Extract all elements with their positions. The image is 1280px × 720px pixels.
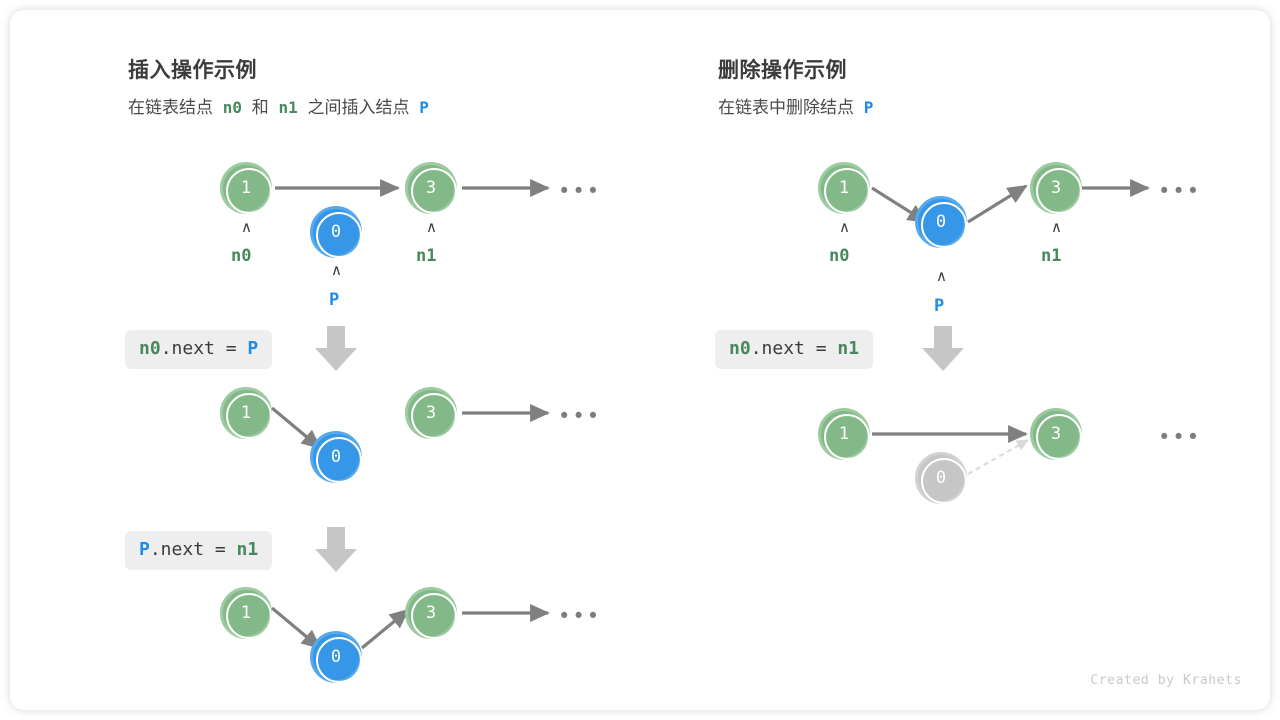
insert-title: 插入操作示例 — [128, 59, 257, 82]
caret-n1: ∧ — [426, 218, 437, 236]
caret-n1: ∧ — [1051, 218, 1062, 236]
pointer-label-n1: n1 — [1041, 246, 1062, 266]
insert-step-1-code: n0.next = P — [125, 330, 273, 369]
down-arrow-icon — [315, 326, 357, 371]
subtitle-text: 和 — [251, 98, 269, 117]
node-p: 0 — [310, 206, 362, 258]
diagram-card: 插入操作示例 在链表结点 n0 和 n1 之间插入结点 P — [10, 10, 1270, 710]
delete-row-2-arrows — [872, 425, 1030, 475]
subtitle-code-p: P — [419, 98, 429, 117]
down-arrow-icon — [922, 326, 964, 371]
code-token: n1 — [236, 539, 259, 560]
caret-p: ∧ — [331, 261, 342, 279]
insert-row-2-arrows — [270, 404, 550, 450]
subtitle-text: 在链表中删除结点 — [718, 98, 854, 117]
delete-title: 删除操作示例 — [718, 59, 847, 82]
ellipsis: ••• — [1158, 179, 1202, 203]
insert-row-3-arrows — [270, 604, 550, 650]
node-deleted: 0 — [915, 452, 967, 504]
ellipsis: ••• — [558, 404, 602, 428]
node-p: 0 — [310, 431, 362, 483]
node-n1: 3 — [1030, 162, 1082, 214]
node-n0: 1 — [818, 162, 870, 214]
subtitle-code-n0: n0 — [222, 98, 242, 117]
code-token: P — [139, 539, 150, 560]
code-token: .next = — [750, 338, 838, 359]
node-p: 0 — [310, 631, 362, 683]
caret-n0: ∧ — [839, 218, 850, 236]
subtitle-text: 之间插入结点 — [307, 98, 410, 117]
node-1: 1 — [818, 408, 870, 460]
node-p: 0 — [915, 196, 967, 248]
code-token: n0 — [729, 338, 751, 359]
code-token: P — [247, 338, 259, 359]
node-n1: 3 — [405, 162, 457, 214]
node-3: 3 — [405, 387, 457, 439]
subtitle-text: 在链表结点 — [128, 98, 213, 117]
node-1: 1 — [220, 587, 272, 639]
node-3: 3 — [405, 587, 457, 639]
ellipsis: ••• — [558, 604, 602, 628]
pointer-label-n1: n1 — [416, 246, 437, 266]
pointer-label-p: P — [329, 290, 340, 310]
caret-n0: ∧ — [241, 218, 252, 236]
node-n0: 1 — [220, 162, 272, 214]
panel-insert: 插入操作示例 在链表结点 n0 和 n1 之间插入结点 P — [10, 10, 630, 710]
node-3: 3 — [1030, 408, 1082, 460]
code-token: n1 — [837, 338, 860, 359]
code-token: n0 — [139, 338, 161, 359]
code-token: .next = — [160, 338, 248, 359]
ellipsis: ••• — [1158, 425, 1202, 449]
down-arrow-icon — [315, 527, 357, 572]
node-1: 1 — [220, 387, 272, 439]
pointer-label-n0: n0 — [829, 246, 850, 266]
delete-step-1-code: n0.next = n1 — [715, 330, 874, 369]
insert-step-2-code: P.next = n1 — [125, 531, 273, 570]
delete-subtitle: 在链表中删除结点 P — [718, 93, 878, 118]
insert-row-1-arrows — [275, 179, 550, 197]
subtitle-code-n1: n1 — [278, 98, 298, 117]
subtitle-code-p: P — [863, 98, 874, 117]
caret-p: ∧ — [936, 267, 947, 285]
pointer-label-n0: n0 — [231, 246, 252, 266]
credit-text: Created by Krahets — [1090, 673, 1242, 688]
insert-subtitle: 在链表结点 n0 和 n1 之间插入结点 P — [128, 93, 434, 118]
pointer-label-p: P — [934, 296, 945, 316]
panel-delete: 删除操作示例 在链表中删除结点 P 1 ∧ n0 0 ∧ P 3 ∧ n1 — [630, 10, 1270, 710]
code-token: .next = — [149, 539, 237, 560]
ellipsis: ••• — [558, 179, 602, 203]
